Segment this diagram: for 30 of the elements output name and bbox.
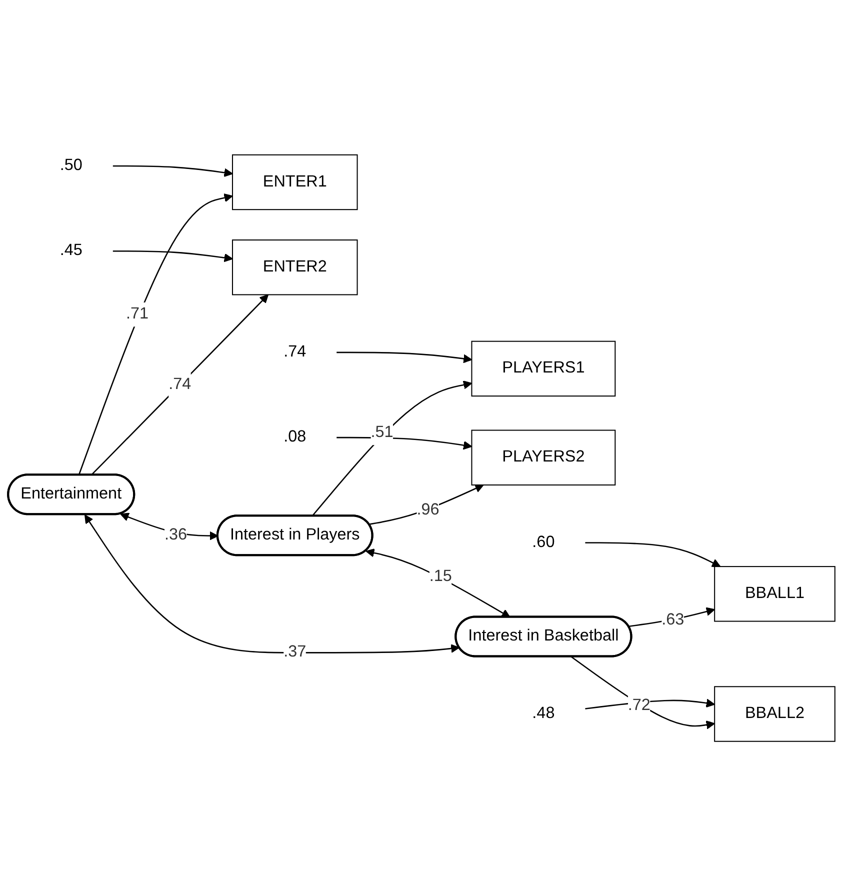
edge-label: .36: [164, 526, 188, 544]
edge-label: .51: [370, 424, 394, 442]
edge-label: .72: [628, 696, 650, 714]
node-text: .45: [60, 242, 82, 260]
arrow: [366, 548, 510, 618]
edge-label: .96: [416, 501, 440, 518]
node-box: PLAYERS2: [471, 430, 616, 486]
node-text: .50: [60, 156, 82, 174]
arrow: [84, 514, 460, 654]
edge-label: .37: [284, 644, 306, 661]
node-box: BBALL2: [714, 686, 836, 742]
node-text: .08: [284, 428, 306, 446]
node-box: ENTER1: [232, 154, 358, 210]
node-text: .60: [532, 534, 555, 551]
node-box: ENTER2: [232, 239, 358, 296]
node-text: .48: [532, 704, 555, 722]
arrow: [585, 542, 721, 567]
arrow: [112, 250, 233, 262]
node-box: PLAYERS1: [471, 340, 616, 397]
arrow: [368, 484, 484, 525]
edge-label: .63: [662, 611, 684, 628]
node-box: BBALL1: [714, 566, 836, 622]
arrow: [336, 352, 472, 364]
arrow: [78, 193, 233, 476]
edge-label: .71: [126, 305, 149, 323]
arrow: [112, 165, 233, 178]
edge-label: .74: [168, 376, 192, 394]
node-text: .74: [284, 343, 306, 361]
edge-label: .15: [429, 568, 452, 585]
arrow: [90, 294, 269, 476]
